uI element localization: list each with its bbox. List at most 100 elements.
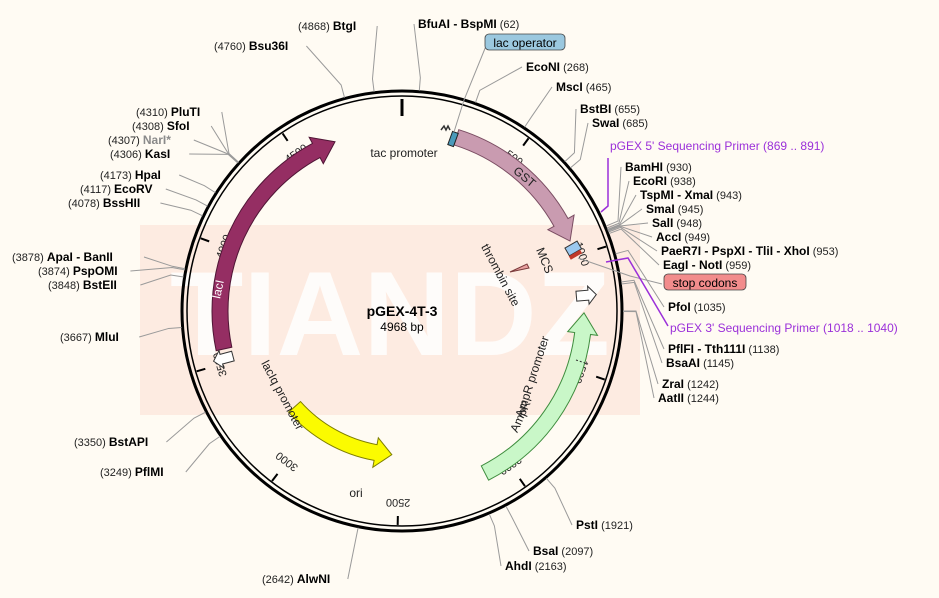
site-label-apai: (3878) ApaI - BanII (12, 250, 113, 264)
leader-line (621, 279, 665, 350)
watermark-text: TIANDZ (170, 247, 610, 381)
primer-3-label-range: (1018 .. 1040) (820, 321, 898, 335)
site-label-eagi: EagI - NotI (959) (663, 258, 751, 272)
site-name: BstBI (580, 102, 611, 116)
site-label-aatii: AatII (1244) (658, 391, 719, 405)
site-name: AlwNI (297, 572, 330, 586)
site-label-bfuai: BfuAI - BspMI (62) (418, 17, 519, 31)
site-pos: (3667) (60, 332, 95, 344)
site-name: AatII (658, 391, 684, 405)
site-name: PspOMI (73, 264, 118, 278)
site-label-smai: SmaI (945) (646, 202, 703, 216)
site-name: MscI (556, 80, 583, 94)
site-pos: (3350) (74, 437, 109, 449)
leader-line (306, 45, 346, 98)
leader-line (607, 208, 643, 231)
tac-promoter-mark (440, 124, 451, 132)
site-name: PflFI - Tth111I (668, 342, 745, 356)
leader-line (623, 310, 659, 385)
site-pos: (3249) (100, 467, 135, 479)
stop-codons-label-box (663, 273, 747, 291)
site-name: BssHII (103, 196, 140, 210)
site-pos: (465) (583, 82, 612, 94)
site-name: BamHI (625, 160, 663, 174)
site-label-psti: PstI (1921) (576, 518, 633, 532)
leader-line (140, 274, 184, 286)
site-pos: (3874) (38, 266, 73, 278)
laci-feature (211, 136, 336, 352)
site-pos: (1242) (684, 379, 719, 391)
site-name: PflMI (135, 465, 164, 479)
site-name: BfuAI - BspMI (418, 17, 497, 31)
site-pos: (2097) (558, 546, 593, 558)
tick-mark (196, 367, 206, 373)
site-name: BstEII (83, 278, 117, 292)
plasmid-title: pGEX-4T-3 (367, 303, 438, 319)
site-name: TspMI - XmaI (640, 188, 713, 202)
site-name: BtgI (333, 19, 356, 33)
site-name: MluI (95, 330, 119, 344)
stop-codon-mark (568, 249, 583, 260)
backbone-inner (186, 95, 618, 527)
gst-feature (453, 129, 575, 242)
site-name: AccI (656, 230, 681, 244)
site-name: ApaI - BanII (47, 250, 113, 264)
site-pos: (4868) (298, 21, 333, 33)
primer-3-label-line (605, 257, 669, 327)
leader-line (166, 411, 206, 443)
site-name: SalI (652, 216, 673, 230)
leader-line (570, 122, 589, 169)
site-name: EcoNI (526, 60, 560, 74)
site-pos: (4117) (80, 184, 114, 196)
site-label-bsai: BsaI (2097) (533, 544, 593, 558)
site-pos: (953) (810, 246, 839, 258)
site-name: EcoRI (633, 174, 667, 188)
primer-3-label-name: pGEX 3' Sequencing Primer (670, 321, 820, 335)
site-pos: (4306) (110, 149, 145, 161)
site-name: BsaI (533, 544, 558, 558)
lac-operator-label: lac operator (493, 36, 556, 50)
primer-5-label-name: pGEX 5' Sequencing Primer (610, 139, 760, 153)
site-pos: (949) (681, 232, 710, 244)
tick-mark (597, 245, 607, 251)
site-label-econi: EcoNI (268) (526, 60, 589, 74)
leader-line (564, 108, 577, 162)
site-pos: (655) (611, 104, 640, 116)
site-pos: (930) (663, 162, 692, 174)
site-pos: (1035) (691, 302, 726, 314)
backbone-outer (180, 89, 624, 533)
site-pos: (2163) (532, 561, 567, 573)
primer-5-label: pGEX 5' Sequencing Primer (869 .. 891) (610, 139, 824, 153)
site-label-btgi: (4868) BtgI (298, 19, 356, 33)
leader-line (453, 45, 487, 133)
ampr-promoter-arrow (575, 284, 597, 306)
leader-line (413, 23, 421, 91)
site-name: SmaI (646, 202, 675, 216)
site-label-bsteii: (3848) BstEII (48, 278, 117, 292)
primer-3-label: pGEX 3' Sequencing Primer (1018 .. 1040) (670, 321, 898, 335)
site-label-kasi: (4306) KasI (110, 147, 170, 161)
site-label-pflfi: PflFI - Tth111I (1138) (668, 342, 779, 356)
site-name: HpaI (135, 168, 161, 182)
site-label-bsaai: BsaAI (1145) (666, 356, 734, 370)
ampr-promoter-arrow-shape (575, 284, 597, 306)
ori-feature (287, 400, 393, 469)
site-name: EcoRV (114, 182, 152, 196)
site-name: SwaI (592, 116, 619, 130)
site-pos: (1244) (684, 393, 719, 405)
site-pos: (943) (713, 190, 742, 202)
label-lines (130, 23, 669, 580)
leader-line (488, 513, 502, 567)
site-label-bsshii: (4078) BssHII (68, 196, 140, 210)
tac-promoter-label: tac promoter (370, 146, 437, 160)
leader-line (139, 326, 182, 338)
site-pos: (959) (722, 260, 751, 272)
primer-5-label-line (600, 158, 609, 213)
site-pos: (948) (673, 218, 702, 230)
site-name: PaeR7I - PspXI - TliI - XhoI (661, 244, 810, 258)
leader-line (621, 281, 663, 364)
site-pos: (4307) (108, 135, 143, 147)
site-pos: (268) (560, 62, 589, 74)
leader-line (608, 228, 660, 266)
tick-mark (200, 237, 210, 243)
